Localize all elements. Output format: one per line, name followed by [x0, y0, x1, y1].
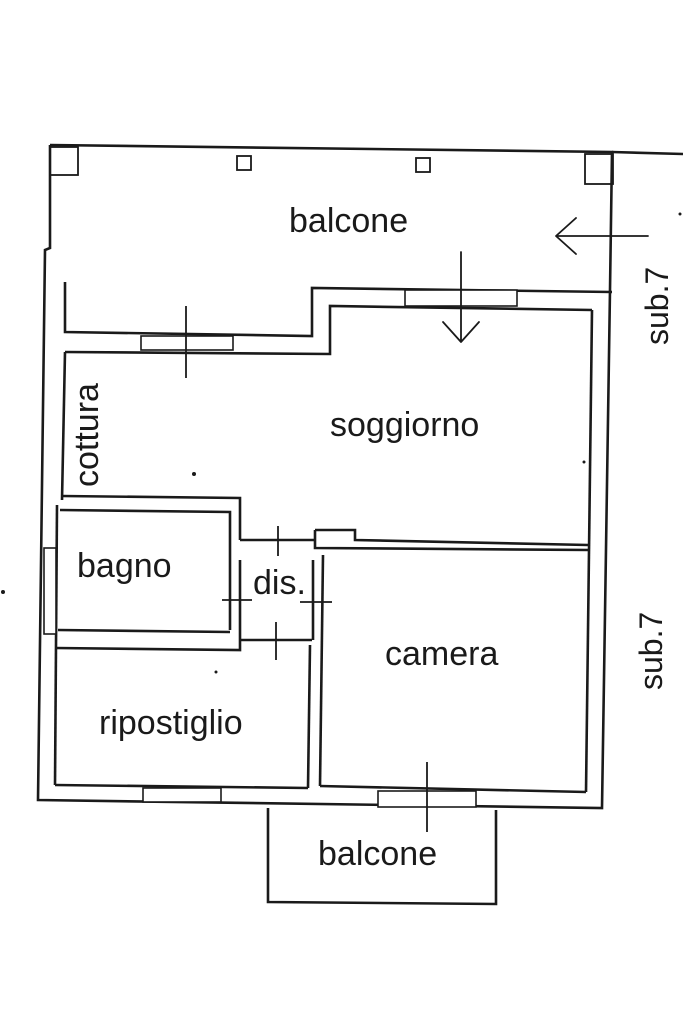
scan-specks: [1, 212, 682, 674]
balcony-bottom-outline: [266, 808, 498, 906]
pillar-small-2: [415, 157, 431, 173]
label-soggiorno: soggiorno: [330, 406, 479, 444]
label-balcone-top: balcone: [289, 202, 408, 240]
door-markers: [185, 306, 428, 832]
entrance-arrows: [442, 217, 649, 343]
arrow-left: [555, 217, 649, 255]
label-sub7-upper: sub.7: [639, 267, 675, 345]
label-camera: camera: [385, 635, 498, 673]
pillar-small-1: [236, 155, 252, 171]
label-bagno: bagno: [77, 547, 172, 585]
label-sub7-lower: sub.7: [633, 612, 669, 690]
arrow-down: [442, 251, 480, 343]
inner-wall-left-lower: [53, 504, 59, 786]
pillar-top-right: [584, 153, 614, 185]
interior-walls: [54, 494, 591, 794]
label-balcone-bottom: balcone: [318, 835, 437, 873]
inner-wall-left: [60, 351, 67, 501]
pillar-top-left: [49, 146, 79, 176]
window-bagno: [43, 547, 57, 635]
window-ripostiglio: [142, 787, 222, 803]
label-cottura: cottura: [68, 383, 106, 487]
window-cottura: [140, 335, 234, 351]
pillars: [49, 146, 614, 185]
label-dis: dis.: [253, 564, 306, 602]
outer-walls: [36, 143, 683, 810]
label-ripostiglio: ripostiglio: [99, 704, 243, 742]
